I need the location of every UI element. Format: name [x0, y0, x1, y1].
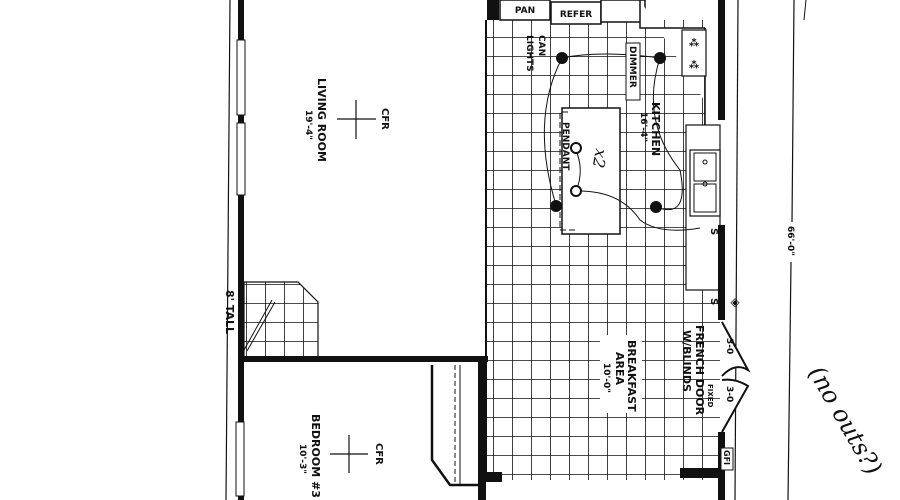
wall-height-label: 8' TALL — [223, 290, 236, 334]
gfi-label: GFI — [722, 450, 731, 465]
door-swing — [243, 299, 273, 351]
thermostat-icon: ◈ — [730, 295, 740, 309]
pendant-light-icon — [570, 185, 582, 197]
can-lights-label: LIGHTS — [524, 35, 534, 72]
door-width-label: 3-0 — [724, 338, 734, 354]
breakfast-name: BREAKFAST — [625, 340, 638, 412]
switch-symbol: S — [708, 228, 719, 235]
french-door-label: FRENCH DOOR — [693, 325, 706, 416]
pendant-light-icon — [570, 142, 582, 154]
exterior-wall-left — [225, 0, 246, 500]
interior-wall — [240, 356, 488, 362]
dimension-line — [787, 261, 792, 500]
french-door[interactable] — [721, 321, 751, 433]
pantry-label: PAN — [515, 6, 535, 16]
dimmer-box — [625, 42, 641, 101]
dimension-line — [791, 0, 795, 223]
pendant-label: PENDANT — [560, 122, 570, 171]
overall-dimension: 66'-0" — [785, 226, 795, 256]
ceiling-fan-icon — [330, 435, 368, 473]
living-room-size: 19'-4" — [303, 110, 313, 140]
burner-icon: ⁂ — [689, 37, 700, 49]
kitchen-size: 16'-4" — [638, 112, 648, 142]
window — [236, 122, 246, 196]
kitchen-island — [561, 107, 621, 235]
gfi-outlet — [720, 447, 734, 471]
entry-tile-nook — [243, 281, 319, 359]
window — [236, 39, 246, 116]
switch-symbol: S — [708, 298, 719, 305]
kitchen-name: KITCHEN — [649, 102, 662, 156]
interior-wall — [487, 0, 499, 20]
living-room-name: LIVING ROOM — [315, 78, 328, 162]
bedroom-fixture: CFR — [373, 443, 384, 465]
refer-label: REFER — [560, 10, 592, 20]
french-door-label: W/BLINDS — [680, 330, 693, 392]
can-lights-label: CAN — [536, 35, 546, 56]
burner-icon: ⁂ — [689, 59, 700, 71]
can-light-icon — [550, 200, 562, 212]
bedroom-size: 10'-3" — [297, 444, 307, 474]
interior-wall — [478, 356, 486, 500]
dimmer-label: DIMMER — [627, 46, 637, 88]
bedroom-name: BEDROOM #3 — [309, 414, 322, 498]
can-light-icon — [650, 201, 662, 213]
door-width-label: 3-0 — [724, 386, 734, 402]
fixed-label: FIXED — [706, 384, 714, 408]
kitchen-counter: ⁂ ⁂ — [639, 0, 721, 291]
exterior-wall-right — [718, 0, 739, 500]
sink — [689, 149, 721, 217]
ceiling-fan-icon — [337, 100, 376, 139]
pendant-count-note: x2 — [589, 147, 611, 169]
breakfast-size: 10'-0" — [601, 363, 611, 393]
window — [235, 421, 245, 497]
breakfast-name-2: AREA — [613, 352, 626, 385]
can-light-icon — [556, 52, 568, 64]
can-light-icon — [654, 52, 666, 64]
handwritten-note: (no outs?) — [803, 361, 888, 480]
cooktop — [681, 29, 707, 77]
living-room-fixture: CFR — [379, 108, 390, 130]
closet — [430, 365, 478, 487]
pantry — [499, 0, 551, 21]
